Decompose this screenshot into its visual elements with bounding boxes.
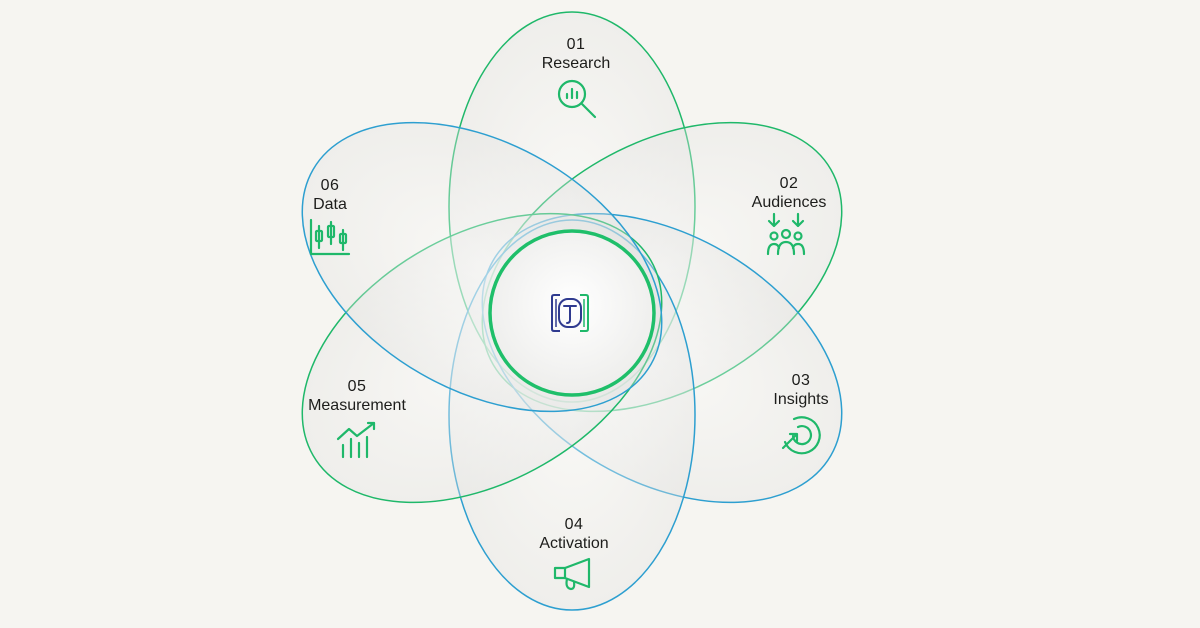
label-activation-num: 04 <box>564 516 584 533</box>
label-data: 06 Data <box>250 177 410 215</box>
label-research-name: Research <box>541 55 611 72</box>
magnifier-chart-icon <box>557 79 597 119</box>
label-audiences-num: 02 <box>779 175 799 192</box>
center-circle <box>488 229 656 397</box>
megaphone-icon <box>553 557 591 591</box>
label-measurement: 05 Measurement <box>277 378 437 416</box>
target-cursor-icon <box>781 416 821 455</box>
label-data-num: 06 <box>320 177 340 194</box>
label-insights: 03 Insights <box>721 372 881 410</box>
audience-group-icon <box>766 212 806 256</box>
label-measurement-name: Measurement <box>308 397 406 414</box>
label-audiences-name: Audiences <box>751 194 827 211</box>
label-audiences: 02 Audiences <box>709 175 869 213</box>
logo-icon <box>551 294 589 332</box>
label-activation-name: Activation <box>539 535 609 552</box>
candlestick-chart-icon <box>309 218 351 256</box>
label-measurement-num: 05 <box>347 378 367 395</box>
label-research-num: 01 <box>566 36 586 53</box>
label-data-name: Data <box>313 196 347 213</box>
label-research: 01 Research <box>496 36 656 74</box>
label-insights-num: 03 <box>791 372 811 389</box>
label-activation: 04 Activation <box>494 516 654 554</box>
label-insights-name: Insights <box>773 391 829 408</box>
trend-bars-icon <box>336 421 376 459</box>
